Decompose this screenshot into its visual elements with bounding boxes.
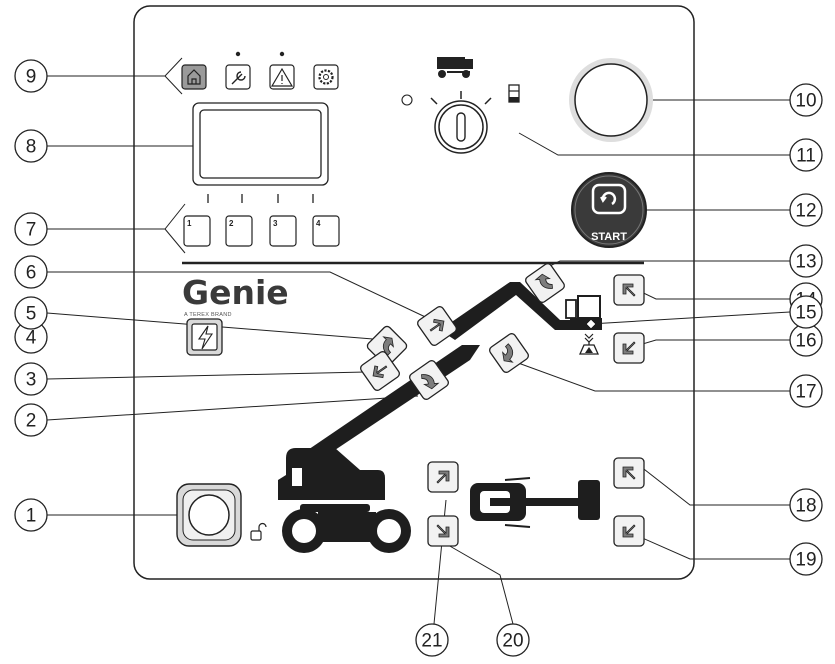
indicator-dot xyxy=(279,51,285,57)
brand-tagline: A TEREX BRAND xyxy=(184,312,232,318)
svg-text:2: 2 xyxy=(229,219,234,228)
machine-chassis xyxy=(278,448,411,553)
unlock-icon xyxy=(250,522,267,541)
gear-icon xyxy=(318,69,334,85)
callout-circle: 1 xyxy=(14,498,48,532)
turntable-rotate-left-button[interactable] xyxy=(427,461,459,493)
svg-text:17: 17 xyxy=(795,382,816,403)
callout-circle: 3 xyxy=(14,362,48,396)
load-sense-icon xyxy=(578,333,600,355)
svg-text:20: 20 xyxy=(502,631,523,652)
turntable-diagram xyxy=(470,477,600,528)
leader-lines xyxy=(46,57,791,625)
keypad-button-2[interactable]: 2 xyxy=(225,215,253,247)
callout-circle: 18 xyxy=(789,488,823,522)
keypad-button-3[interactable]: 3 xyxy=(269,215,297,247)
svg-text:1: 1 xyxy=(187,219,192,228)
svg-text:18: 18 xyxy=(795,496,816,517)
home-icon xyxy=(187,69,201,85)
svg-text:1: 1 xyxy=(26,506,37,527)
callout-circle: 7 xyxy=(14,212,48,246)
svg-text:3: 3 xyxy=(26,370,37,391)
jib-down-button[interactable] xyxy=(488,332,530,374)
svg-text:5: 5 xyxy=(26,304,37,325)
start-button[interactable]: START xyxy=(571,172,647,248)
platform-icon xyxy=(508,84,520,103)
svg-text:16: 16 xyxy=(795,331,816,352)
svg-text:6: 6 xyxy=(26,263,37,284)
service-button[interactable] xyxy=(225,64,251,90)
svg-text:4: 4 xyxy=(26,328,37,349)
callout-circle: 8 xyxy=(14,129,48,163)
callout-circle: 13 xyxy=(789,244,823,278)
emergency-stop-button[interactable] xyxy=(569,58,653,142)
warning-button[interactable] xyxy=(269,64,295,90)
indicator-dot xyxy=(235,51,241,57)
svg-text:8: 8 xyxy=(26,137,37,158)
svg-text:19: 19 xyxy=(795,550,816,571)
callout-circle: 10 xyxy=(789,83,823,117)
platform-basket xyxy=(565,295,602,330)
function-enable-button[interactable] xyxy=(176,483,242,547)
svg-text:3: 3 xyxy=(273,219,278,228)
platform-rotate-right-button[interactable] xyxy=(613,515,645,547)
callout-circle: 21 xyxy=(415,623,449,657)
warning-icon xyxy=(270,67,294,87)
callout-circle: 6 xyxy=(14,255,48,289)
platform-level-down-button[interactable] xyxy=(613,332,645,364)
svg-text:START: START xyxy=(591,231,627,243)
off-position-dot xyxy=(401,94,413,106)
machine-icon xyxy=(437,57,473,78)
battery-button[interactable] xyxy=(186,318,223,356)
svg-text:9: 9 xyxy=(26,67,37,88)
platform-rotate-left-button[interactable] xyxy=(613,457,645,489)
svg-text:2: 2 xyxy=(26,411,37,432)
callout-circle: 19 xyxy=(789,542,823,576)
svg-text:13: 13 xyxy=(795,252,816,273)
primary-boom-retract-button[interactable] xyxy=(359,350,401,392)
svg-text:12: 12 xyxy=(795,201,816,222)
keypad-button-1[interactable]: 1 xyxy=(183,215,211,247)
svg-text:7: 7 xyxy=(26,220,37,241)
keypad-button-4[interactable]: 4 xyxy=(312,215,340,247)
platform-level-up-button[interactable] xyxy=(613,274,645,306)
callout-circle: 20 xyxy=(496,623,530,657)
wrench-icon xyxy=(231,71,246,85)
turntable-rotate-right-button[interactable] xyxy=(427,515,459,547)
primary-boom-down-button[interactable] xyxy=(408,359,450,401)
callout-circle: 16 xyxy=(789,323,823,357)
keypad-tick-marks xyxy=(207,194,314,203)
callout-circle: 9 xyxy=(14,59,48,93)
svg-text:4: 4 xyxy=(316,219,321,228)
jib-up-button[interactable] xyxy=(524,262,566,304)
callout-circle: 12 xyxy=(789,193,823,227)
battery-lightning-icon xyxy=(197,325,214,350)
primary-boom-extend-button[interactable] xyxy=(416,305,458,347)
key-slot xyxy=(456,112,466,142)
callout-circle: 15 xyxy=(789,295,823,329)
svg-text:21: 21 xyxy=(421,631,442,652)
svg-text:10: 10 xyxy=(795,91,816,112)
svg-text:15: 15 xyxy=(795,303,816,324)
callout-circle: 2 xyxy=(14,403,48,437)
callout-circle: 11 xyxy=(789,138,823,172)
key-switch[interactable] xyxy=(401,91,492,154)
callout-circle: 5 xyxy=(14,296,48,330)
home-button[interactable] xyxy=(181,64,207,90)
callout-circle: 17 xyxy=(789,374,823,408)
svg-text:11: 11 xyxy=(796,146,816,167)
lcd-display xyxy=(192,102,329,186)
engine-icon xyxy=(591,183,627,215)
genie-logo: Genie xyxy=(182,273,289,312)
settings-button[interactable] xyxy=(313,64,339,90)
